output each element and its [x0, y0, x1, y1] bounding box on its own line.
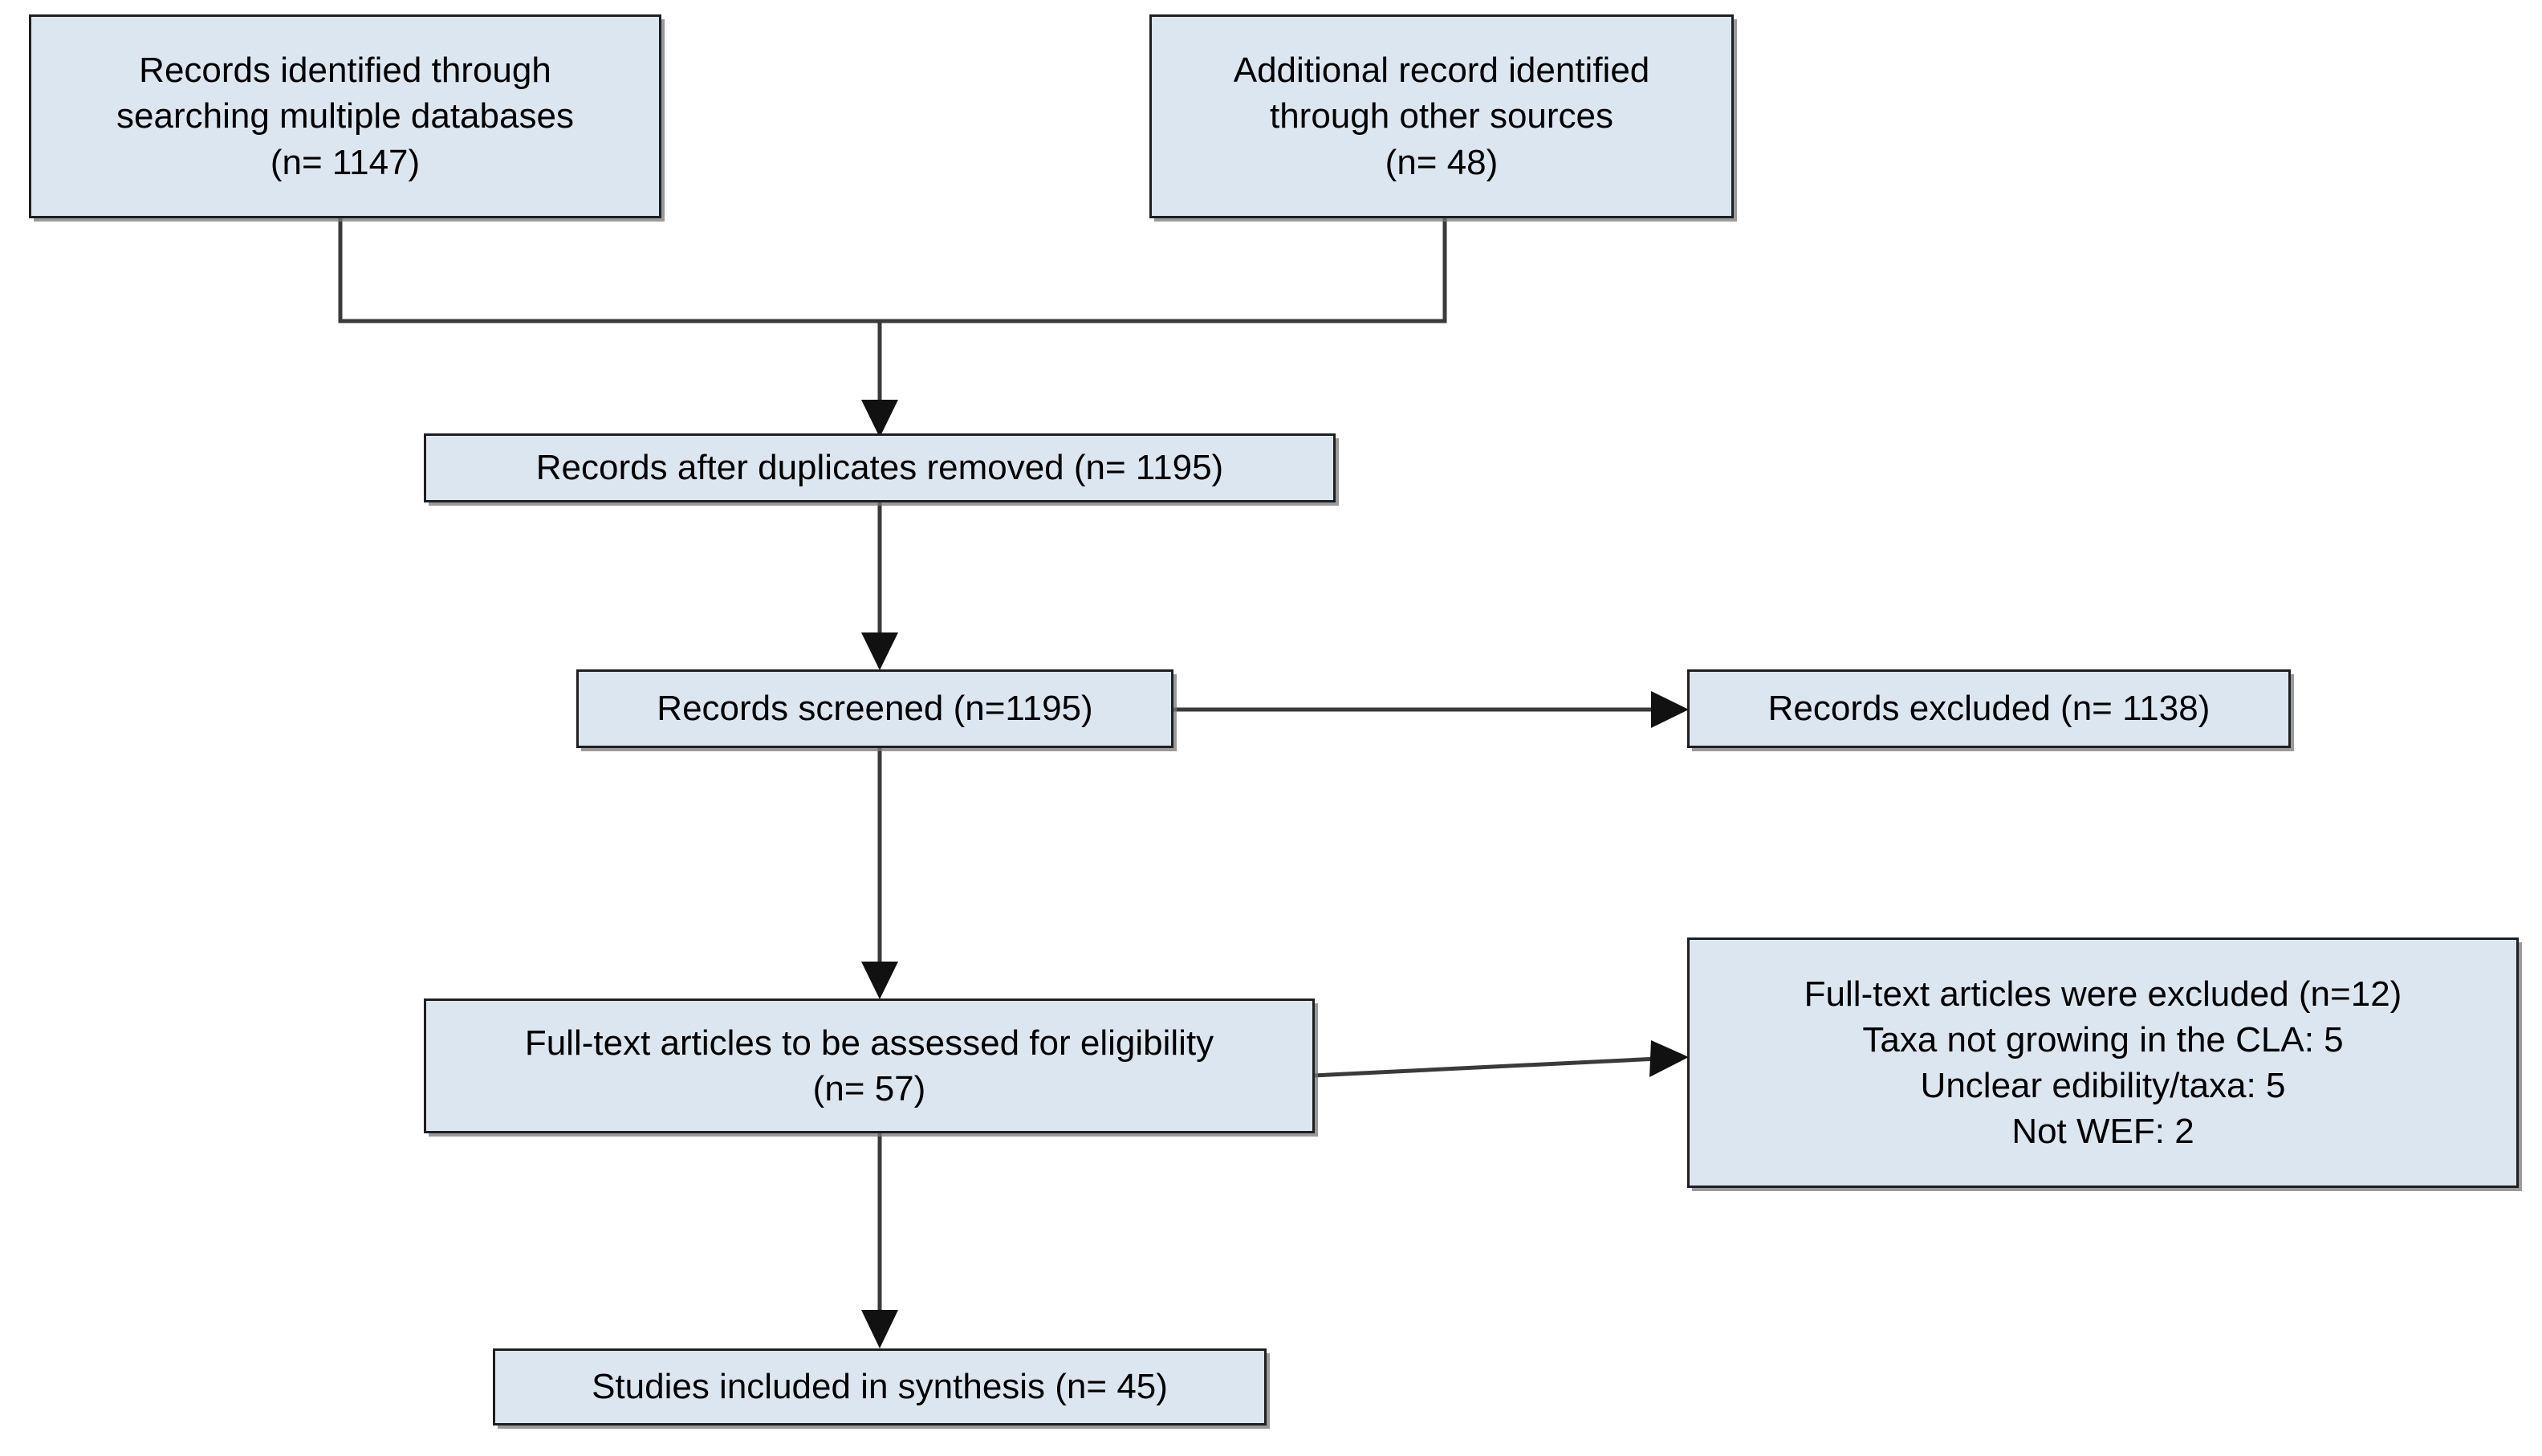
box-line: Studies included in synthesis (n= 45): [592, 1367, 1168, 1407]
studies-included-in-synthesis-box[interactable]: Studies included in synthesis (n= 45): [493, 1348, 1267, 1425]
box-line: (n= 48): [1385, 142, 1499, 182]
arrowhead-to-duplicates: [861, 400, 898, 437]
records-after-duplicates-removed-box[interactable]: Records after duplicates removed (n= 119…: [424, 433, 1336, 502]
edge-full-text-to-excluded: [1312, 1055, 1675, 1078]
arrowhead-to-full-text: [861, 962, 898, 999]
records-identified-databases-box[interactable]: Records identified through searching mul…: [29, 14, 661, 218]
box-line: Full-text articles to be assessed for el…: [524, 1023, 1214, 1063]
records-excluded-box[interactable]: Records excluded (n= 1138): [1687, 669, 2291, 748]
full-text-articles-excluded-box[interactable]: Full-text articles were excluded (n=12) …: [1687, 937, 2519, 1188]
additional-records-other-sources-box[interactable]: Additional record identified through oth…: [1149, 14, 1734, 218]
box-line: Records identified through: [139, 51, 551, 91]
arrowhead-to-included: [861, 1310, 898, 1348]
box-line: (n= 1147): [270, 142, 421, 182]
arrowhead-to-screened: [861, 632, 898, 670]
arrowhead-to-full-text-excluded: [1649, 1040, 1689, 1077]
edge-other-sources-to-duplicates: [340, 218, 1447, 323]
box-line: through other sources: [1269, 96, 1614, 136]
arrowhead-to-records-excluded: [1651, 691, 1689, 728]
records-screened-box[interactable]: Records screened (n=1195): [576, 669, 1173, 748]
box-line: Not WEF: 2: [2011, 1112, 2194, 1152]
box-line: (n= 57): [812, 1069, 926, 1108]
box-line: Records screened (n=1195): [657, 689, 1093, 729]
box-line: Records excluded (n= 1138): [1767, 689, 2211, 729]
box-line: Additional record identified: [1233, 51, 1650, 91]
box-line: Unclear edibility/taxa: 5: [1920, 1066, 2286, 1105]
full-text-articles-assessed-box[interactable]: Full-text articles to be assessed for el…: [424, 998, 1315, 1133]
box-line: Records after duplicates removed (n= 119…: [535, 448, 1224, 488]
edge-databases-to-duplicates: [338, 218, 1445, 323]
box-line: Full-text articles were excluded (n=12): [1804, 974, 2402, 1014]
box-line: searching multiple databases: [116, 96, 574, 136]
box-line: Taxa not growing in the CLA: 5: [1862, 1019, 2344, 1059]
